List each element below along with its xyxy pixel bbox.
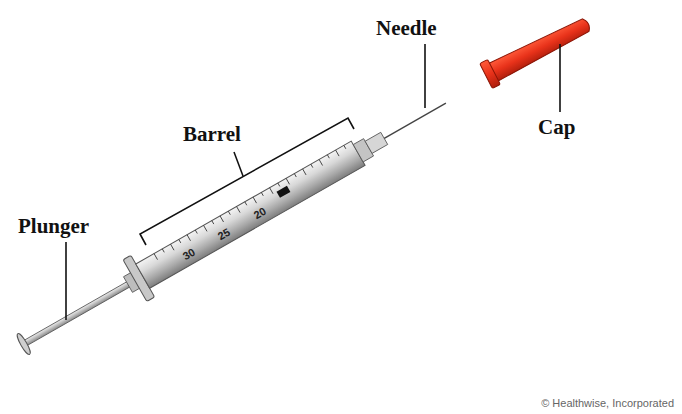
needle-shaft	[384, 103, 446, 138]
tick	[311, 164, 313, 167]
part-label: Plunger	[18, 216, 89, 237]
tick	[204, 225, 207, 231]
tick	[195, 230, 197, 233]
cap-shape	[480, 11, 595, 88]
leader-line	[559, 44, 561, 112]
tick	[253, 197, 256, 203]
barrel-bracket	[140, 118, 354, 245]
tick	[162, 249, 164, 252]
plunger-thumb	[15, 332, 32, 356]
tick	[303, 169, 306, 175]
tick	[319, 159, 322, 165]
part-label: Barrel	[183, 124, 241, 145]
needle-hub	[365, 132, 388, 153]
barrel-graduations	[154, 145, 347, 259]
syringe	[9, 82, 458, 366]
tick	[286, 178, 289, 184]
leader-line	[234, 152, 243, 176]
tick	[237, 206, 240, 212]
tick	[294, 174, 296, 177]
tick	[336, 150, 339, 156]
tick	[344, 145, 346, 148]
leader-line	[65, 242, 67, 320]
tick	[245, 202, 247, 205]
tick	[261, 192, 263, 195]
tick	[228, 211, 230, 214]
barrel-mark	[277, 186, 291, 198]
tick	[212, 221, 214, 224]
tick	[179, 239, 181, 242]
tick	[270, 188, 273, 194]
leader-line	[424, 44, 426, 108]
copyright-note: © Healthwise, Incorporated	[541, 398, 674, 409]
tick	[187, 235, 190, 241]
plunger-rod	[22, 278, 136, 347]
tick	[154, 254, 157, 260]
part-label: Cap	[538, 117, 575, 138]
barrel-tube	[136, 141, 365, 288]
tick	[171, 244, 174, 250]
tick	[278, 183, 280, 186]
tick	[327, 155, 329, 158]
part-label: Needle	[376, 18, 437, 39]
tick	[220, 216, 223, 222]
